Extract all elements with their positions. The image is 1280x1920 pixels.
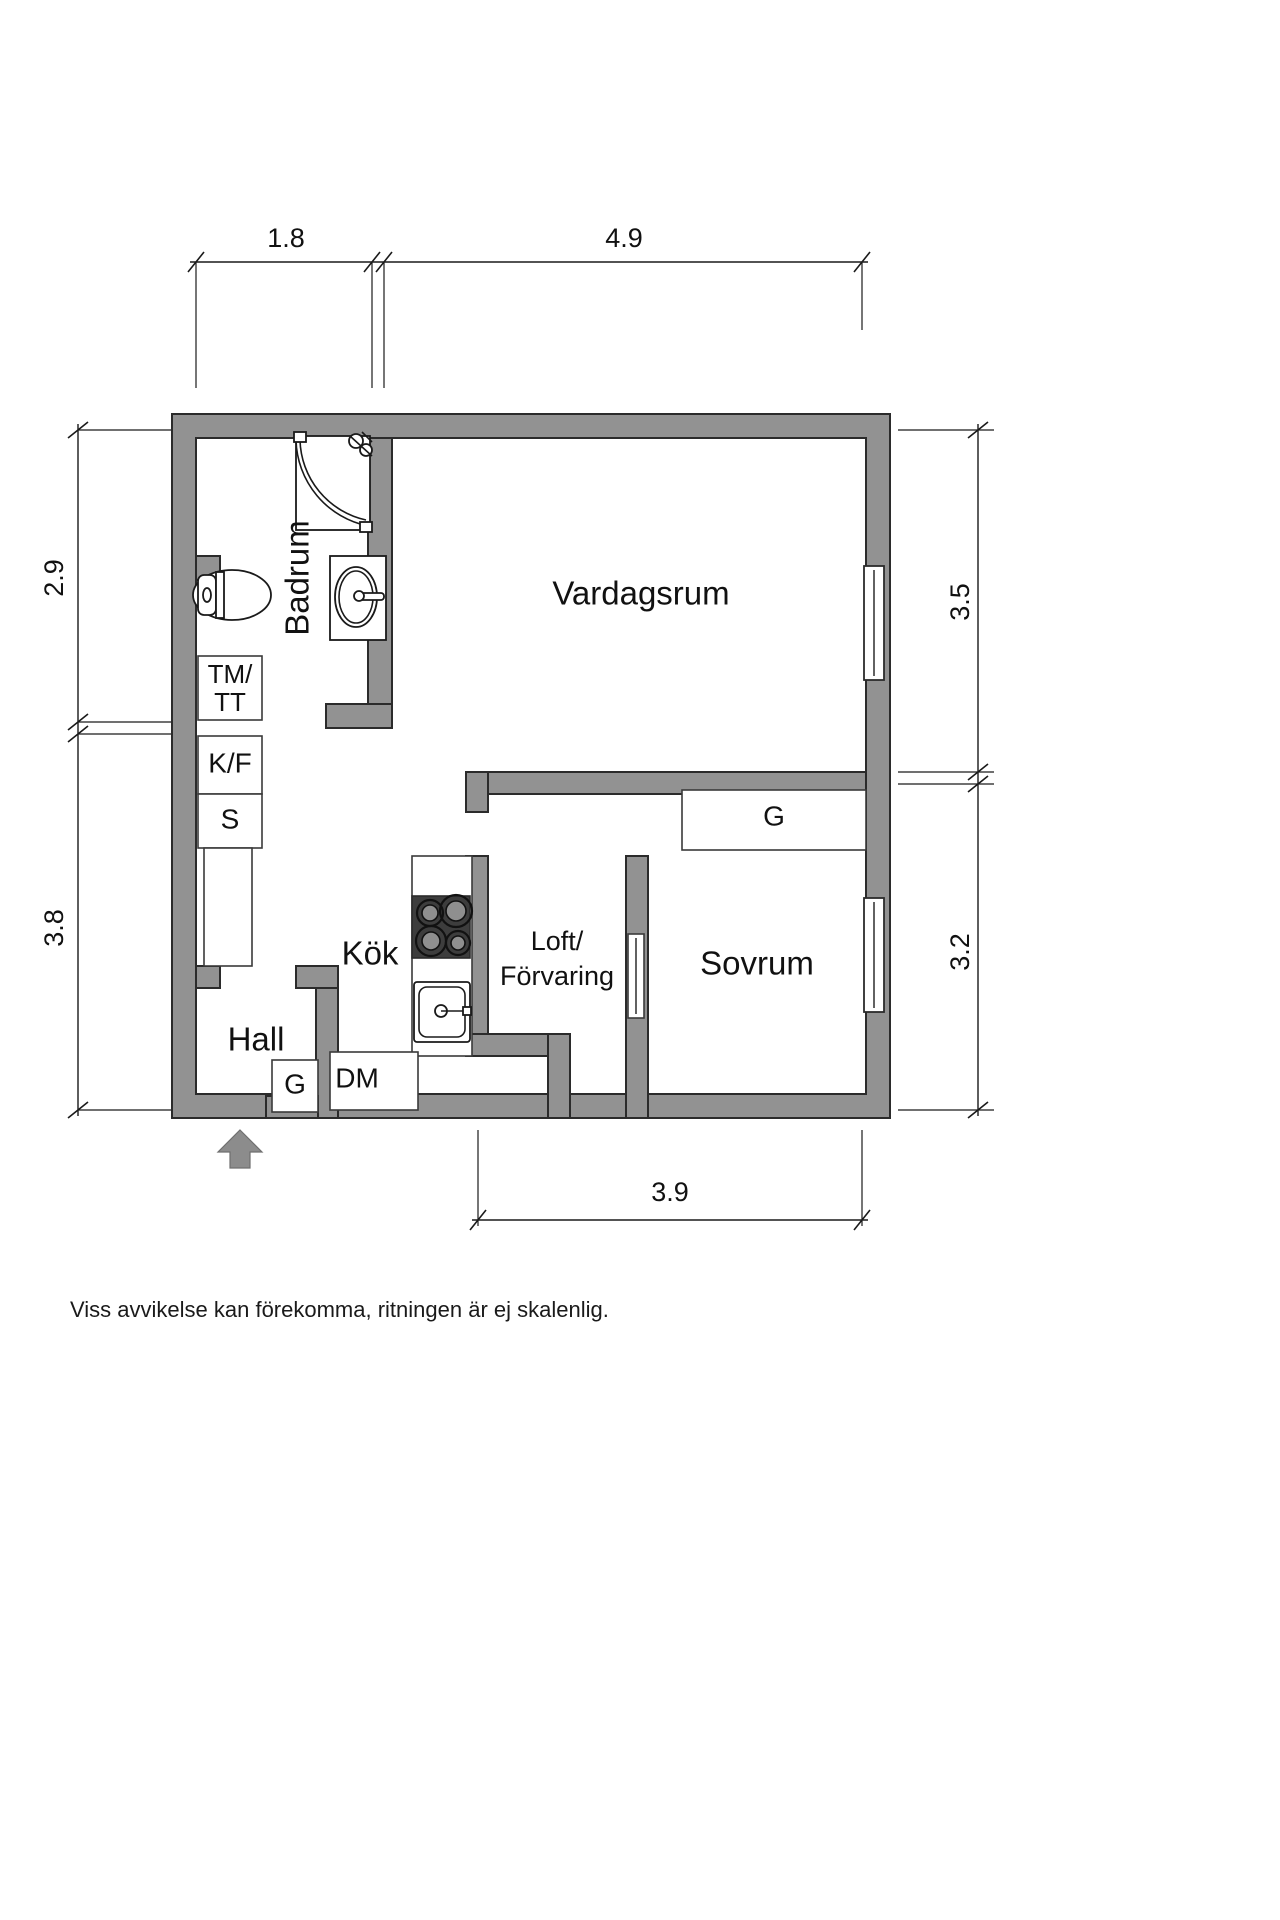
dimension-chain-left: 2.9 3.8 xyxy=(39,421,172,1119)
room-label-loft-line1: Loft/ xyxy=(531,926,584,956)
appliance-label-g-hall: G xyxy=(284,1068,306,1099)
room-label-sovrum: Sovrum xyxy=(700,945,814,982)
dimension-label-right-1: 3.5 xyxy=(945,583,975,621)
dimension-label-left-2: 3.8 xyxy=(39,909,69,947)
room-label-loft-line2: Förvaring xyxy=(500,961,614,991)
appliance-stack: TM/ TT K/F S xyxy=(197,655,263,967)
dimension-chain-top: 1.8 4.9 xyxy=(187,223,871,388)
appliance-box-s xyxy=(197,793,263,849)
appliance-box-tm-tt xyxy=(197,655,263,721)
appliance-label-kf: K/F xyxy=(208,747,252,778)
room-label-badrum: Badrum xyxy=(279,520,316,636)
dimension-label-top-2: 4.9 xyxy=(605,223,643,253)
room-label-kok: Kök xyxy=(342,935,399,972)
footer-disclaimer: Viss avvikelse kan förekomma, ritningen … xyxy=(70,1297,609,1322)
room-label-hall: Hall xyxy=(228,1021,285,1058)
dimension-chain-right: 3.5 3.2 xyxy=(898,421,994,1119)
windows xyxy=(863,565,885,1013)
dimension-chain-bottom: 3.9 xyxy=(469,1130,871,1231)
dimension-label-right-2: 3.2 xyxy=(945,933,975,971)
appliance-label-tm-tt-line2: TT xyxy=(214,687,246,717)
appliance-label-tm-tt-line1: TM/ xyxy=(208,659,254,689)
bedroom-area: G Sovrum xyxy=(681,789,867,982)
toilet-icon xyxy=(192,569,272,621)
bathroom-sink-icon xyxy=(329,555,387,641)
appliance-box-g-hall xyxy=(271,1059,319,1113)
dimension-label-left-1: 2.9 xyxy=(39,559,69,597)
appliance-box-kf xyxy=(197,735,263,795)
closet-box-left xyxy=(203,847,253,967)
hall-area: Hall G DM xyxy=(228,1021,419,1113)
dimension-label-bottom-1: 3.9 xyxy=(651,1177,689,1207)
loft-area: Loft/ Förvaring xyxy=(500,926,645,1019)
entrance-arrow-icon xyxy=(216,1129,264,1169)
exterior-walls xyxy=(171,413,891,1119)
room-label-vardagsrum: Vardagsrum xyxy=(552,575,729,612)
appliance-label-dm: DM xyxy=(335,1062,379,1093)
living-room-area: Vardagsrum xyxy=(552,575,729,612)
kitchen-sink-icon xyxy=(413,981,472,1043)
appliance-label-s: S xyxy=(221,803,240,834)
stove-icon xyxy=(411,893,474,959)
kitchen-fixtures: Kök xyxy=(342,855,474,1057)
appliance-box-dm xyxy=(329,1051,419,1111)
bathroom-fixtures: Badrum xyxy=(192,431,387,641)
dimension-label-top-1: 1.8 xyxy=(267,223,305,253)
closet-box-bedroom xyxy=(681,789,867,851)
appliance-label-g-bedroom: G xyxy=(763,800,785,831)
shower-corner-icon xyxy=(293,431,373,533)
